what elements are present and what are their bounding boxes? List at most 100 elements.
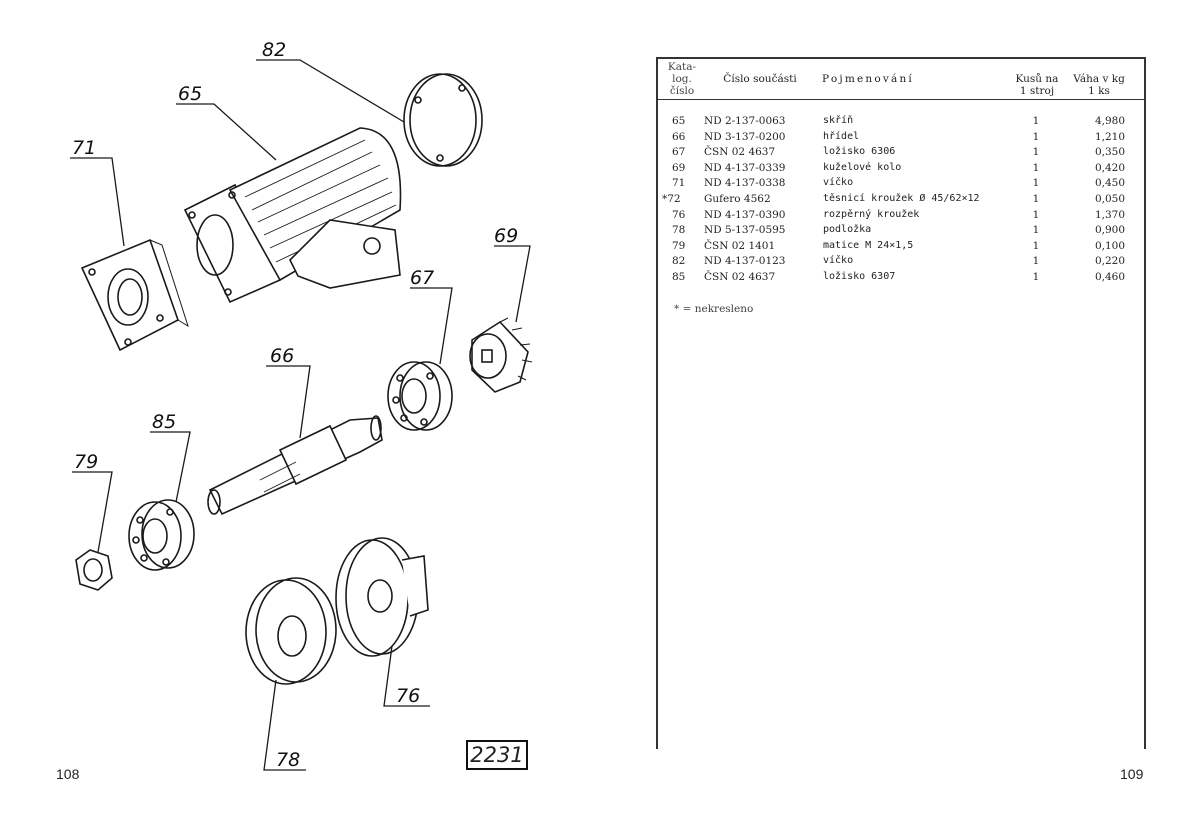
callout-65: 65: [178, 83, 202, 105]
cell-cislo: ND 4-137-0123: [704, 255, 786, 268]
part-65-housing: [183, 127, 402, 304]
cell-pojmenovani: ložisko 6307: [823, 270, 896, 282]
cell-katalog: 67: [672, 146, 686, 159]
table-row: 76 ND 4-137-0390 rozpěrný kroužek 1 1,37…: [658, 209, 1144, 225]
cell-pojmenovani: podložka: [823, 224, 872, 236]
cell-kusu: 1: [1032, 161, 1040, 174]
drawing-number: 2231: [466, 740, 528, 770]
cell-cislo: ND 4-137-0339: [704, 161, 786, 174]
table-row: 71 ND 4-137-0338 víčko 1 0,450: [658, 177, 1144, 193]
cell-vaha: 0,220: [1094, 255, 1125, 268]
parts-table: Kata- log. číslo Číslo součásti Pojmenov…: [656, 57, 1146, 749]
cell-vaha: 0,460: [1094, 270, 1125, 283]
table-header: Kata- log. číslo Číslo součásti Pojmenov…: [658, 59, 1144, 100]
cell-katalog: 65: [672, 115, 686, 127]
footnote: * = nekresleno: [674, 303, 754, 315]
cell-cislo: ND 4-137-0390: [704, 208, 786, 221]
table-body: 65 ND 2-137-0063 skříň 1 4,980 66 ND 3-1…: [658, 115, 1144, 287]
cell-vaha: 0,900: [1094, 224, 1125, 237]
cell-katalog: 85: [672, 270, 686, 283]
part-69-bevel-gear: [469, 317, 533, 393]
part-71-flange: [80, 238, 189, 352]
cell-vaha: 0,420: [1094, 161, 1125, 174]
exploded-parts-drawing: 82 65 71 69 67 66 85 79 76 78: [70, 39, 533, 771]
cell-pojmenovani: rozpěrný kroužek: [823, 208, 920, 220]
cell-cislo: ČSN 02 4637: [704, 270, 776, 283]
header-pojmenovani: Pojmenování: [822, 73, 914, 85]
cell-kusu: 1: [1032, 192, 1040, 205]
cell-cislo: ND 5-137-0595: [704, 224, 786, 237]
left-page: 82 65 71 69 67 66 85 79 76 78 2231 108: [56, 39, 533, 782]
part-66-shaft: [207, 415, 383, 516]
callout-67: 67: [410, 267, 434, 289]
callout-82: 82: [262, 39, 286, 61]
cell-katalog: 76: [672, 208, 686, 221]
callout-labels: 82 65 71 69 67 66 85 79 76 78: [72, 39, 518, 771]
cell-kusu: 1: [1032, 208, 1040, 221]
cell-cislo: Gufero 4562: [704, 192, 771, 205]
page-number-right: 109: [1120, 766, 1144, 782]
cell-vaha: 0,350: [1094, 146, 1125, 159]
cell-katalog: *72: [662, 192, 681, 205]
cell-kusu: 1: [1032, 239, 1040, 252]
cell-vaha: 1,210: [1094, 130, 1125, 143]
cell-kusu: 1: [1032, 255, 1040, 268]
callout-76: 76: [396, 685, 420, 707]
cell-vaha: 0,100: [1094, 239, 1125, 252]
cell-katalog: 71: [672, 177, 686, 190]
cell-cislo: ND 3-137-0200: [704, 130, 786, 143]
header-cislo-soucasti: Číslo součásti: [723, 73, 797, 85]
header-vaha: Váha v kg 1 ks: [1073, 73, 1125, 97]
cell-kusu: 1: [1032, 115, 1040, 127]
table-row: 82 ND 4-137-0123 víčko 1 0,220: [658, 255, 1144, 271]
callout-85: 85: [152, 411, 176, 433]
cell-pojmenovani: kuželové kolo: [823, 161, 902, 173]
cell-katalog: 79: [672, 239, 686, 252]
part-76-spacer-ring: [335, 537, 429, 657]
leader-lines: [70, 59, 531, 771]
cell-kusu: 1: [1032, 177, 1040, 190]
cell-vaha: 0,450: [1094, 177, 1125, 190]
callout-79: 79: [74, 451, 98, 473]
cell-kusu: 1: [1032, 146, 1040, 159]
part-85-bearing: [128, 499, 195, 571]
part-82-cover: [403, 73, 483, 167]
header-katalog: Kata- log. číslo: [667, 61, 697, 97]
cell-cislo: ND 2-137-0063: [704, 115, 786, 127]
table-row: 79 ČSN 02 1401 matice M 24×1,5 1 0,100: [658, 240, 1144, 256]
table-row: 69 ND 4-137-0339 kuželové kolo 1 0,420: [658, 162, 1144, 178]
cell-cislo: ČSN 02 1401: [704, 239, 776, 252]
callout-78: 78: [276, 749, 300, 771]
cell-cislo: ND 4-137-0338: [704, 177, 786, 190]
table-row: 66 ND 3-137-0200 hřídel 1 1,210: [658, 131, 1144, 147]
cell-pojmenovani: skříň: [823, 115, 854, 126]
right-page: Kata- log. číslo Číslo součásti Pojmenov…: [600, 0, 1200, 824]
table-row: 78 ND 5-137-0595 podložka 1 0,900: [658, 224, 1144, 240]
cell-vaha: 1,370: [1094, 208, 1125, 221]
cell-katalog: 78: [672, 224, 686, 237]
table-row: 65 ND 2-137-0063 skříň 1 4,980: [658, 115, 1144, 131]
cell-katalog: 69: [672, 161, 686, 174]
table-row: 67 ČSN 02 4637 ložisko 6306 1 0,350: [658, 146, 1144, 162]
cell-kusu: 1: [1032, 224, 1040, 237]
header-kusu: Kusů na 1 stroj: [1015, 73, 1059, 97]
part-79-nut: [75, 549, 113, 591]
page-number-left: 108: [56, 766, 80, 782]
cell-pojmenovani: víčko: [823, 177, 854, 189]
cell-vaha: 0,050: [1094, 192, 1125, 205]
cell-pojmenovani: těsnicí kroužek Ø 45/62×12: [823, 192, 980, 204]
callout-69: 69: [494, 225, 518, 247]
cell-cislo: ČSN 02 4637: [704, 146, 776, 159]
part-78-washer: [245, 577, 337, 685]
table-row: 85 ČSN 02 4637 ložisko 6307 1 0,460: [658, 271, 1144, 287]
cell-kusu: 1: [1032, 270, 1040, 283]
cell-pojmenovani: víčko: [823, 255, 854, 267]
part-67-bearing: [387, 361, 453, 431]
table-row: *72 Gufero 4562 těsnicí kroužek Ø 45/62×…: [658, 193, 1144, 209]
cell-katalog: 82: [672, 255, 686, 268]
cell-pojmenovani: hřídel: [823, 130, 860, 142]
cell-pojmenovani: matice M 24×1,5: [823, 239, 914, 251]
cell-katalog: 66: [672, 130, 686, 143]
cell-vaha: 4,980: [1094, 115, 1125, 127]
cell-pojmenovani: ložisko 6306: [823, 146, 896, 158]
